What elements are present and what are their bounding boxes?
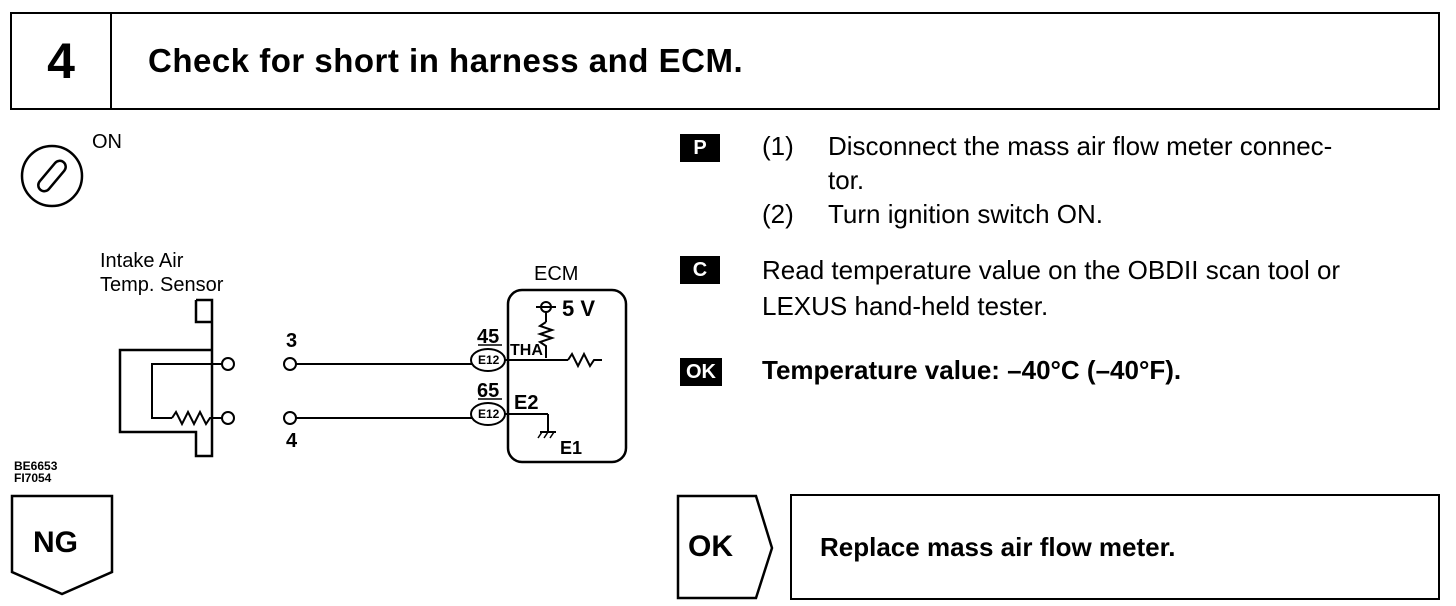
ignition-on-label: ON — [92, 131, 122, 153]
pin-65-label: 65 — [477, 380, 500, 402]
ok-badge: OK — [680, 358, 722, 386]
ecm-box — [506, 288, 628, 464]
p-step2-number: (2) — [762, 199, 794, 229]
step-header: 4 Check for short in harness and ECM. — [10, 12, 1440, 110]
wiring-diagram — [118, 288, 628, 464]
sensor-label-line1: Intake Air — [100, 250, 184, 272]
connector-e12-b-label: E12 — [478, 407, 500, 421]
ok-action-text: Replace mass air flow meter. — [820, 531, 1176, 562]
ok-label: OK — [688, 530, 733, 563]
p-step1-number: (1) — [762, 131, 794, 161]
preparation-badge: P — [680, 134, 720, 162]
figure-code-1: BE6653 — [14, 459, 58, 473]
voltage-label: 5 V — [562, 296, 596, 321]
ng-tab-shape — [10, 494, 114, 596]
step-title: Check for short in harness and ECM. — [148, 42, 744, 79]
ok-specification: Temperature value: –40°C (–40°F). — [762, 355, 1182, 385]
pin-45-label: 45 — [477, 326, 500, 348]
p-step1-line1: Disconnect the mass air flow meter conne… — [828, 131, 1333, 161]
sensor-connector-outline — [118, 298, 214, 458]
resistor-icon — [171, 409, 224, 427]
ng-label: NG — [33, 526, 78, 559]
p-step2-text: Turn ignition switch ON. — [828, 199, 1104, 229]
c-line2: LEXUS hand-held tester. — [762, 291, 1049, 321]
e1-label: E1 — [560, 438, 583, 458]
figure-code-2: FI7054 — [14, 471, 52, 485]
ok-tab-shape — [676, 494, 774, 600]
pin-4-label: 4 — [286, 430, 298, 452]
ok-action-box: Replace mass air flow meter. — [790, 494, 1440, 600]
pin-3-label: 3 — [286, 330, 298, 352]
tha-label: THA — [510, 342, 543, 359]
ignition-switch-icon — [20, 144, 84, 208]
e2-label: E2 — [514, 392, 539, 414]
check-badge: C — [680, 256, 720, 284]
connector-e12-a-label: E12 — [478, 353, 500, 367]
ecm-label: ECM — [534, 263, 579, 285]
p-step1-line2: tor. — [828, 165, 865, 195]
sensor-label-line2: Temp. Sensor — [100, 274, 224, 296]
c-line1: Read temperature value on the OBDII scan… — [762, 255, 1341, 285]
step-number: 4 — [12, 14, 112, 108]
